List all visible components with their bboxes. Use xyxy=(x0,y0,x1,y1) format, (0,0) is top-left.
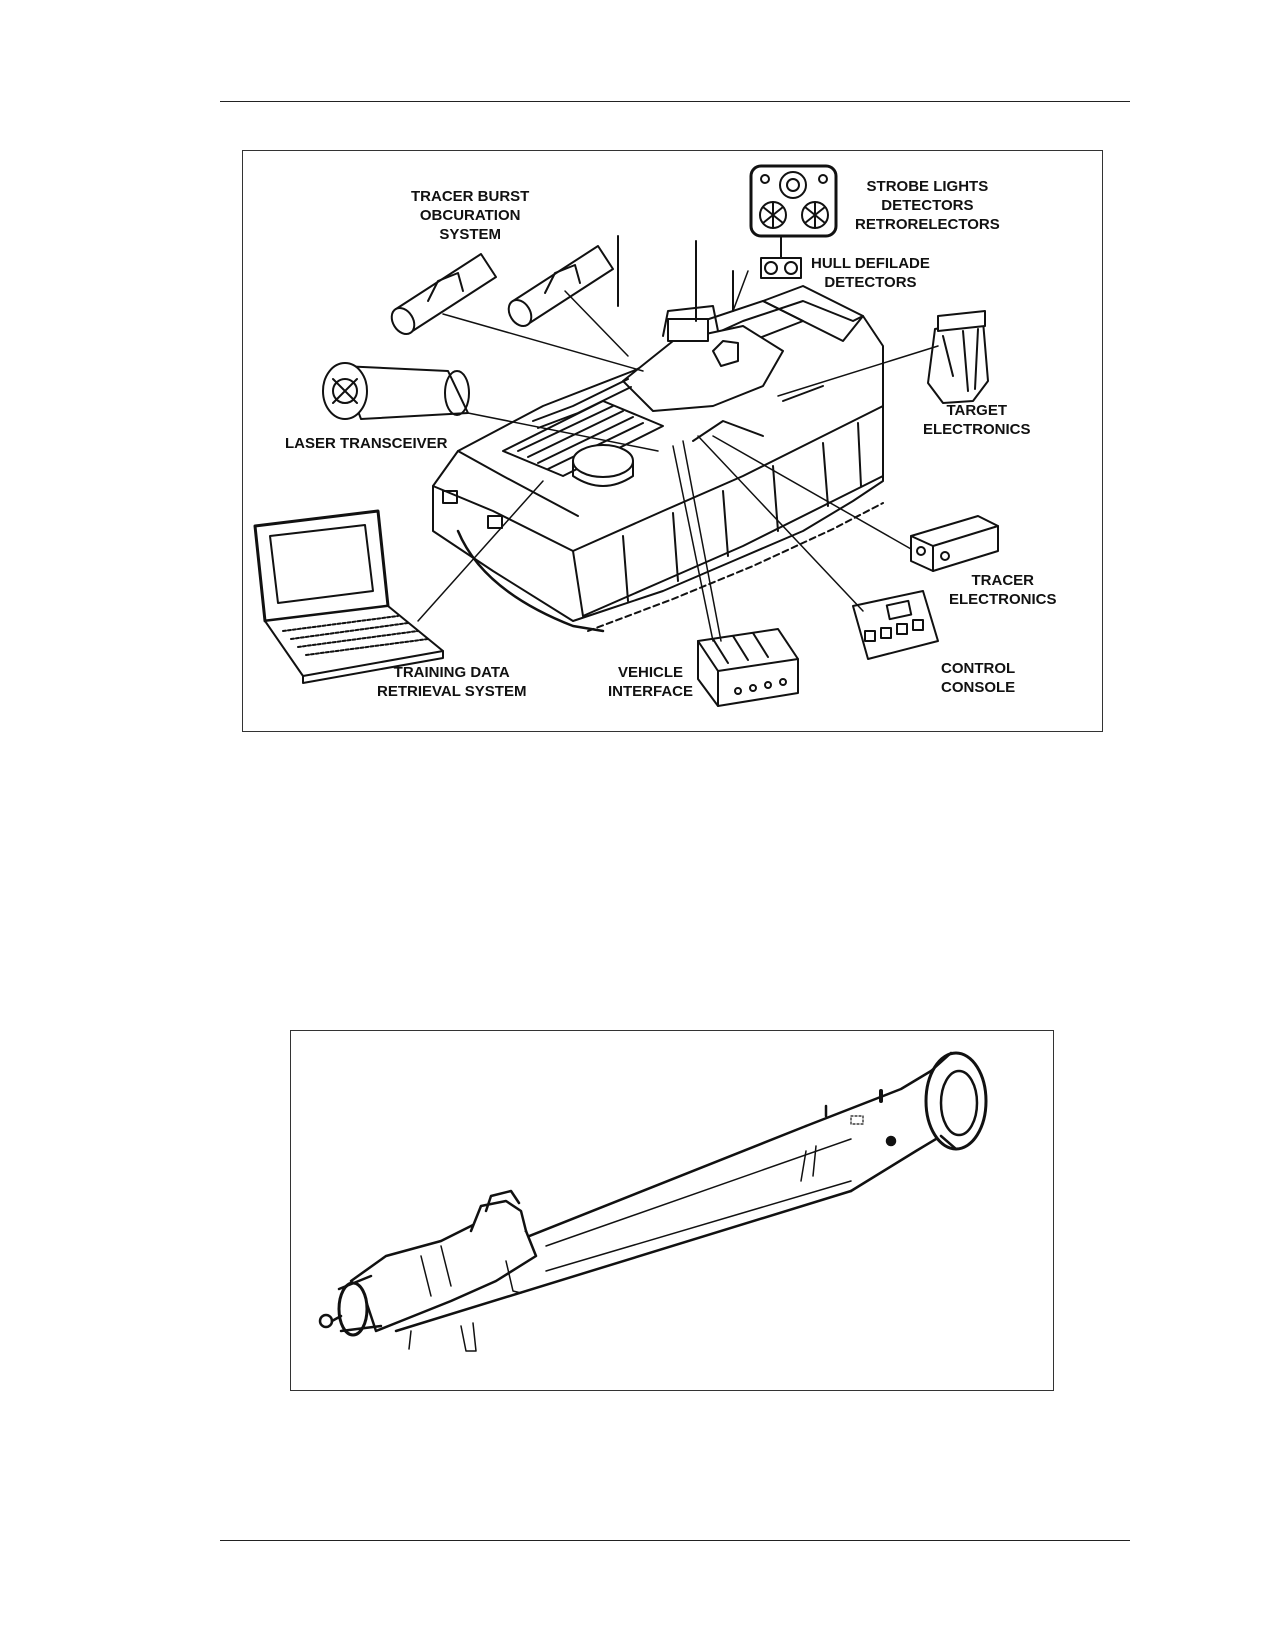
label-tracer-electronics: TRACER ELECTRONICS xyxy=(949,572,1057,608)
figure-vehicle-training-system: TRACER BURST OBCURATION SYSTEM STROBE LI… xyxy=(242,150,1103,732)
vehicle-diagram xyxy=(253,164,999,707)
control-console-icon xyxy=(852,590,939,660)
tracer-electronics-box-icon xyxy=(910,515,999,572)
figure-launcher xyxy=(290,1030,1054,1391)
strobe-detector-panel-icon xyxy=(749,164,838,238)
hull-defilade-detector-icon xyxy=(760,235,802,279)
laser-transceiver-icon xyxy=(322,362,470,420)
header-rule xyxy=(220,101,1130,102)
tracer-canister-icon xyxy=(390,245,614,336)
label-hull-defilade: HULL DEFILADE DETECTORS xyxy=(811,255,930,291)
target-electronics-icon xyxy=(927,310,989,404)
launcher-tube-icon xyxy=(318,1051,988,1352)
label-strobe-lights: STROBE LIGHTS DETECTORS RETRORELECTORS xyxy=(855,178,1000,233)
label-laser-transceiver: LASER TRANSCEIVER xyxy=(285,435,448,452)
vehicle-interface-icon xyxy=(697,628,799,707)
label-vehicle-interface: VEHICLE INTERFACE xyxy=(608,664,694,700)
label-target-electronics: TARGET ELECTRONICS xyxy=(923,402,1031,438)
laptop-icon xyxy=(253,509,444,684)
label-training-data: TRAINING DATA RETRIEVAL SYSTEM xyxy=(377,664,527,700)
footer-rule xyxy=(220,1540,1130,1541)
armored-vehicle-icon xyxy=(432,235,884,633)
label-control-console: CONTROL CONSOLE xyxy=(941,660,1016,696)
launcher-drawing xyxy=(318,1051,988,1352)
label-tracer-burst: TRACER BURST OBCURATION SYSTEM xyxy=(411,188,530,243)
